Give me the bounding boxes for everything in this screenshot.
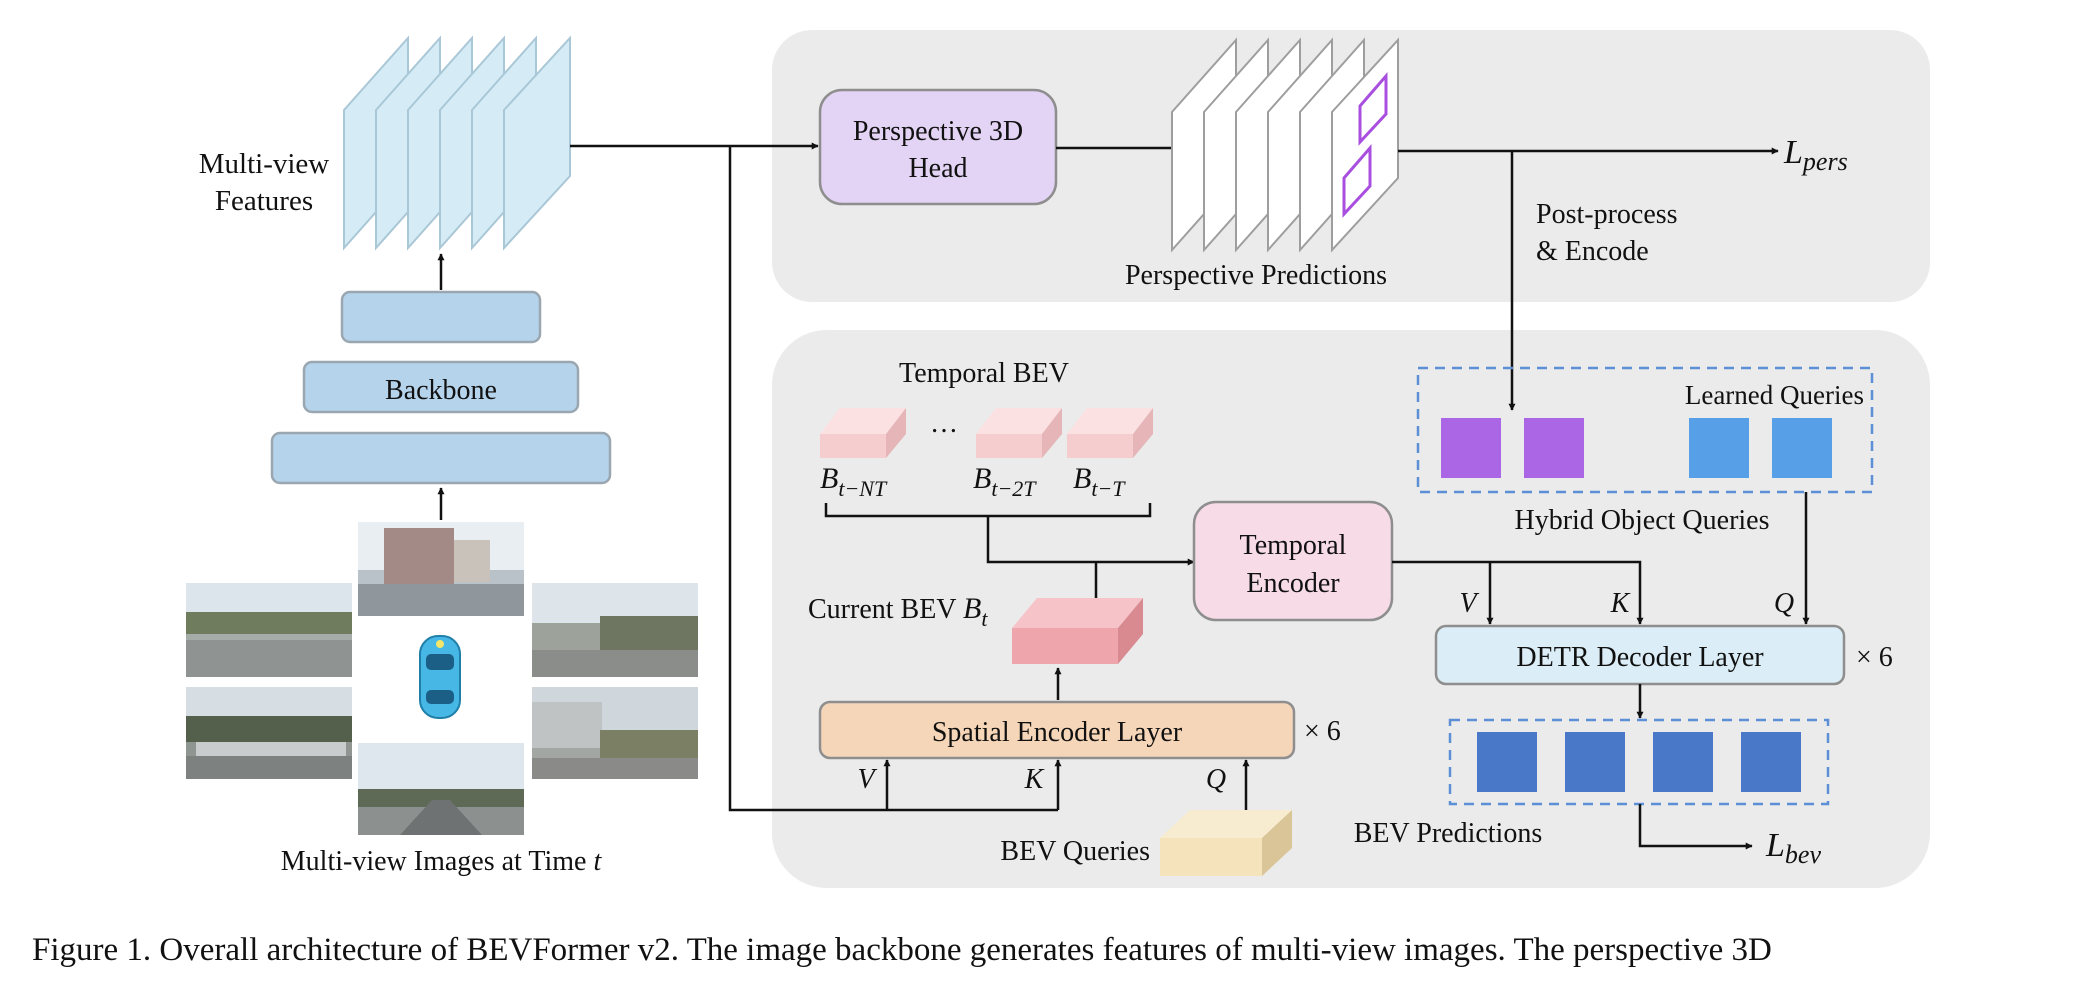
detr-decoder-label: DETR Decoder Layer: [1516, 642, 1764, 673]
q-detr-label: Q: [1774, 588, 1794, 619]
camera-photo-front: [358, 522, 524, 616]
spatial-encoder-label: Spatial Encoder Layer: [932, 717, 1183, 748]
multiview-images-label: Multi-view Images at Time t: [281, 846, 603, 877]
bev-prediction: [1653, 732, 1713, 792]
arrow-to-l-bev: [1638, 804, 1753, 850]
backbone-layer-bottom: [270, 431, 612, 485]
perspective-box-1: [1358, 71, 1388, 146]
spatial-times6-label: × 6: [1304, 716, 1341, 747]
backbone-layer-top: [340, 290, 542, 344]
temporal-bev-history-3: [1067, 408, 1153, 458]
temporal-encoder-label-2: Encoder: [1246, 568, 1340, 599]
multiview-feature-stack: [343, 35, 571, 251]
l-bev-label: Lbev: [1765, 827, 1821, 869]
perspective-query: [1441, 418, 1501, 478]
hybrid-object-queries-box: [1416, 366, 1874, 494]
current-bev-label: Current BEV Bt: [808, 592, 988, 631]
k-spatial-label: K: [1024, 764, 1045, 795]
hybrid-object-queries-label: Hybrid Object Queries: [1514, 505, 1769, 536]
perspective-query: [1524, 418, 1584, 478]
temporal-encoder: [1192, 500, 1394, 622]
feature-plane: [503, 35, 571, 251]
backbone-label: Backbone: [385, 375, 497, 406]
camera-photo-back-right: [532, 687, 698, 779]
temporal-bev-label: Temporal BEV: [899, 358, 1069, 389]
bev-queries-block: [1160, 810, 1292, 876]
connector-history-to-temporal-encoder: [986, 516, 1195, 566]
multiview-features-label-1: Multi-view: [199, 148, 330, 180]
learned-query: [1689, 418, 1749, 478]
b-t-2t-label: Bt−2T: [973, 462, 1037, 501]
bev-predictions-label: BEV Predictions: [1354, 818, 1542, 849]
perspective-head-label-1: Perspective 3D: [853, 116, 1023, 147]
temporal-bev-history-1: [820, 408, 906, 458]
k-detr-label: K: [1610, 588, 1631, 619]
car-icon: [419, 635, 461, 719]
b-t-nt-label: Bt−NT: [820, 462, 888, 501]
b-t-t-label: Bt−T: [1073, 462, 1126, 501]
learned-query: [1772, 418, 1832, 478]
temporal-ellipsis: …: [930, 408, 958, 439]
detr-times6-label: × 6: [1856, 642, 1893, 673]
perspective-head-label-2: Head: [908, 153, 967, 184]
bev-prediction: [1565, 732, 1625, 792]
bev-queries-label: BEV Queries: [1000, 836, 1150, 867]
camera-photo-front-left: [186, 583, 352, 677]
bev-prediction: [1477, 732, 1537, 792]
connector-feature-bus: [728, 146, 1058, 812]
v-detr-label: V: [1459, 588, 1479, 619]
connector-temporal-to-detr: [1392, 560, 1644, 625]
temporal-encoder-label-1: Temporal: [1240, 530, 1347, 561]
perspective-predictions-label: Perspective Predictions: [1125, 260, 1387, 291]
perspective-box-2: [1342, 143, 1372, 218]
postprocess-label-2: & Encode: [1536, 236, 1649, 267]
figure-caption: Figure 1. Overall architecture of BEVFor…: [32, 932, 1772, 968]
temporal-bev-history-2: [976, 408, 1062, 458]
v-spatial-label: V: [857, 764, 877, 795]
postprocess-label-1: Post-process: [1536, 199, 1678, 230]
q-spatial-label: Q: [1206, 764, 1226, 795]
perspective-prediction-stack: [1171, 37, 1399, 253]
learned-queries-label: Learned Queries: [1685, 380, 1864, 410]
camera-photo-front-right: [532, 583, 698, 677]
spatial-encoder-layer: [818, 700, 1296, 760]
multiview-features-label-2: Features: [215, 185, 313, 217]
camera-photo-back-left: [186, 687, 352, 779]
backbone-layer-mid: [302, 360, 580, 414]
l-pers-label: Lpers: [1783, 134, 1848, 176]
prediction-plane: [1331, 37, 1399, 253]
bev-prediction: [1741, 732, 1801, 792]
camera-photo-back: [358, 743, 524, 835]
current-bev-block: [1012, 598, 1143, 664]
perspective-3d-head: [818, 88, 1058, 206]
